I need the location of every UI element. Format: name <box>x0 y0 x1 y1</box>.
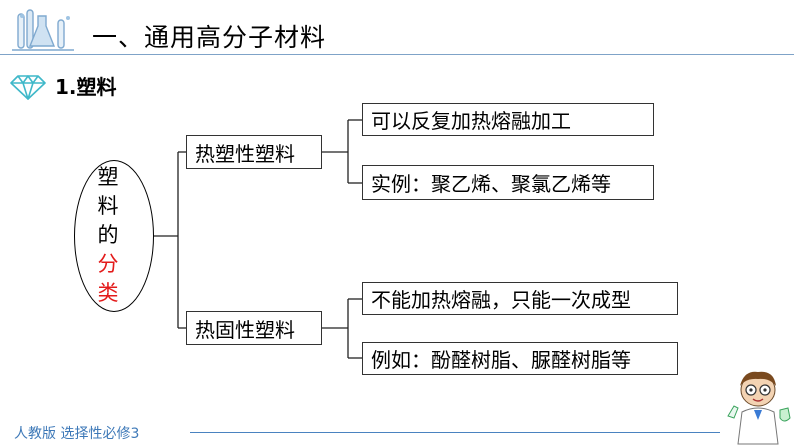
section-title: 1.塑料 <box>55 75 117 99</box>
leaf-box: 可以反复加热熔融加工 <box>362 103 654 136</box>
lab-glassware-icon <box>12 9 74 51</box>
page-title: 一、通用高分子材料 <box>92 23 327 52</box>
root-char-highlight: 类 <box>97 281 119 305</box>
scientist-kid-illustration <box>727 371 791 445</box>
root-char: 的 <box>97 223 119 247</box>
leaf-box: 不能加热熔融，只能一次成型 <box>362 282 678 315</box>
branch-thermoset: 热固性塑料 <box>186 311 322 345</box>
root-char: 塑 <box>97 165 119 189</box>
branch-thermoplastic: 热塑性塑料 <box>186 135 322 169</box>
footer-divider <box>190 432 720 433</box>
leaf-box: 实例：聚乙烯、聚氯乙烯等 <box>362 165 654 200</box>
header-divider <box>0 54 794 55</box>
root-label: 塑 料 的 分 类 <box>95 163 121 308</box>
root-char: 料 <box>97 194 119 218</box>
root-ellipse <box>74 160 154 312</box>
root-char-highlight: 分 <box>97 252 119 276</box>
diamond-icon <box>10 75 46 100</box>
footer-text: 人教版 选择性必修3 <box>14 426 140 442</box>
leaf-box: 例如：酚醛树脂、脲醛树脂等 <box>362 342 678 375</box>
